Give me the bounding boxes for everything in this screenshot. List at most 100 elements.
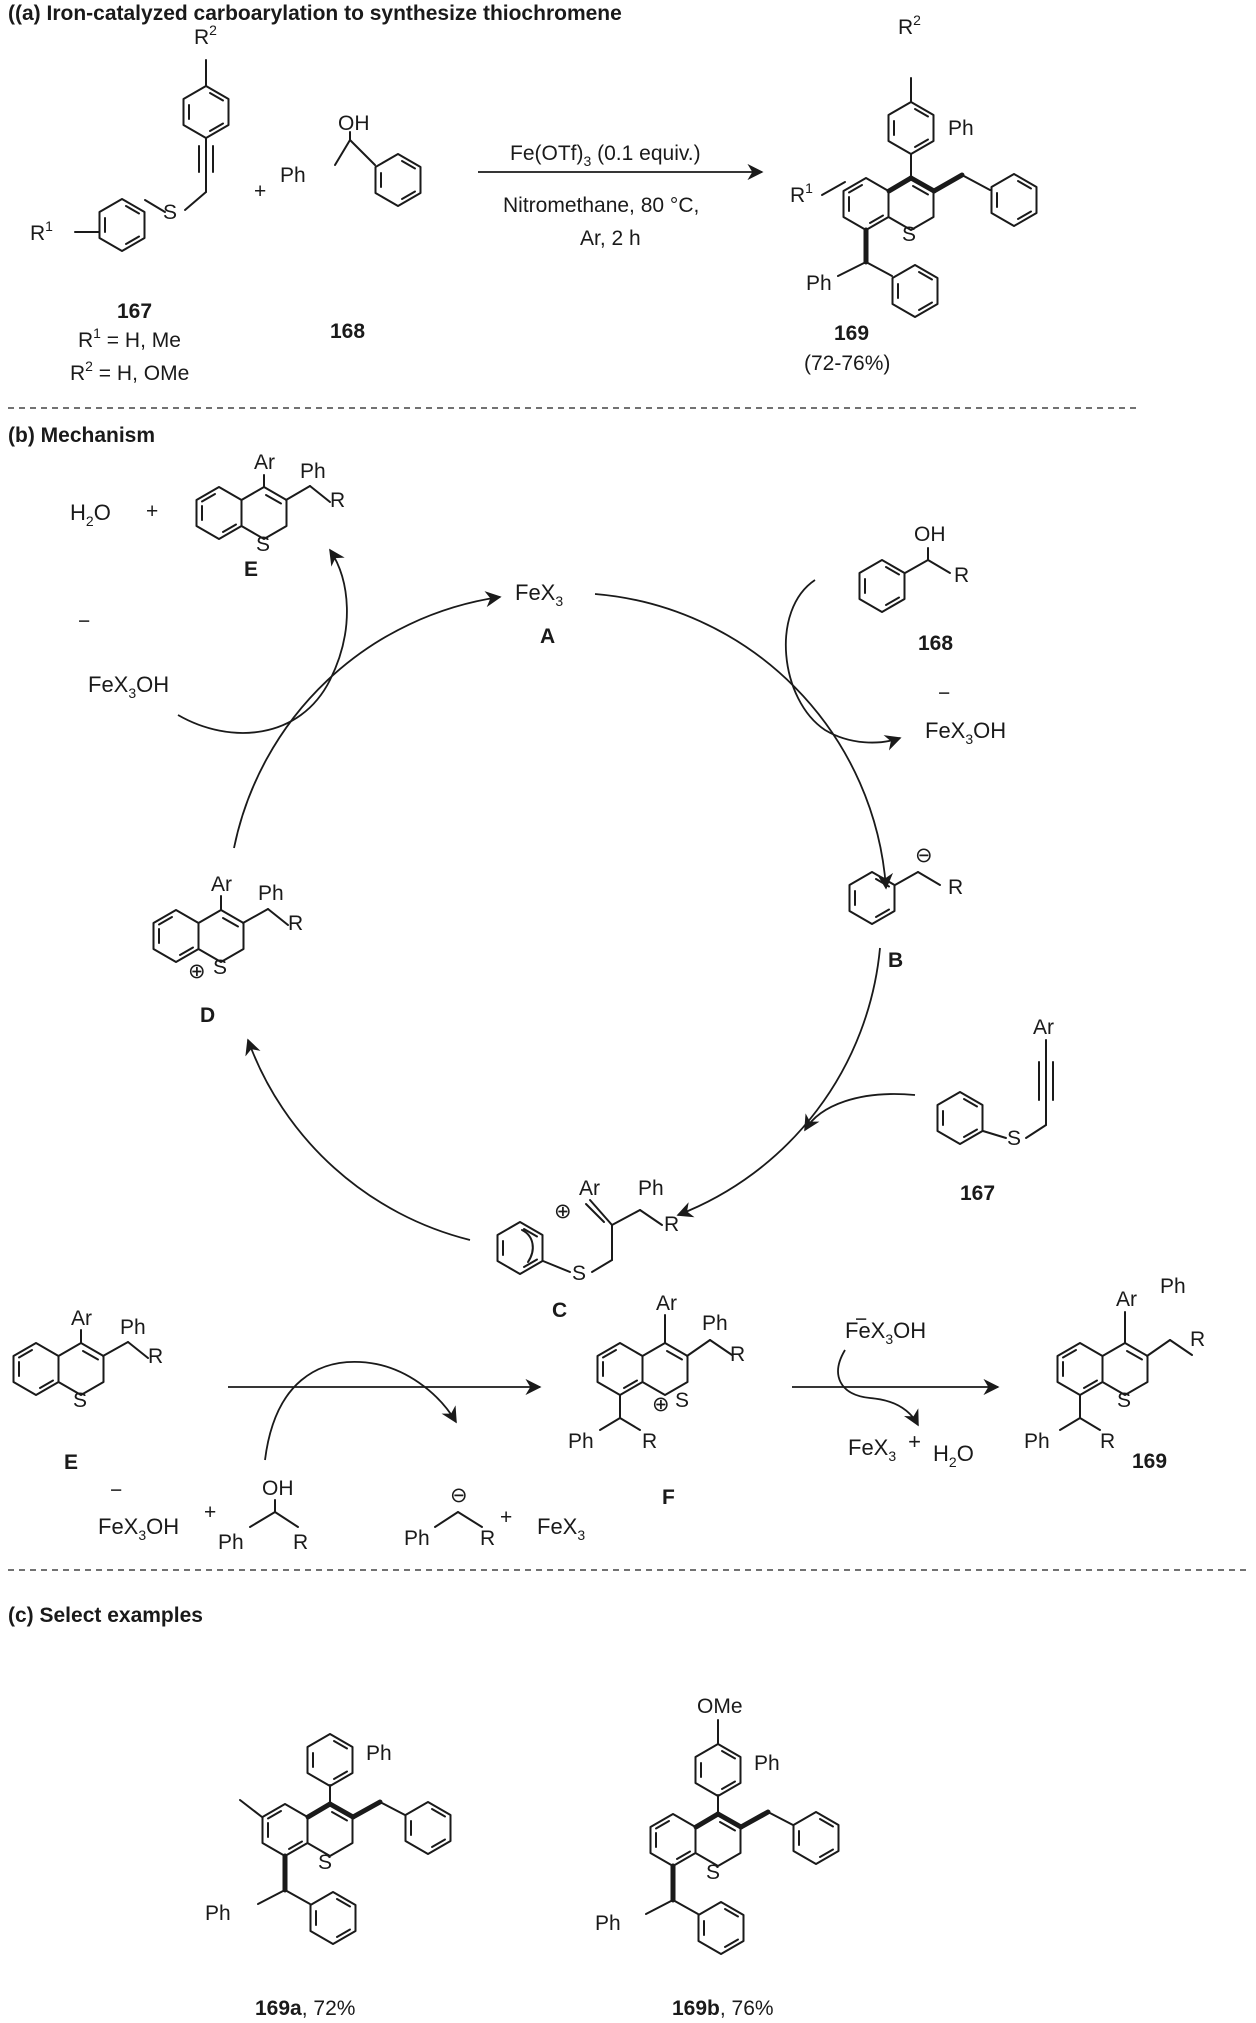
reagent-167-s: S: [163, 201, 177, 224]
b168-r: R: [954, 564, 969, 587]
C-label: C: [552, 1299, 567, 1322]
product-169-ph-bottom: Ph: [806, 272, 832, 295]
alcohol-168-ph: Ph: [280, 164, 306, 187]
bottom-plus-1: +: [204, 1501, 216, 1524]
ex2-ome: OMe: [697, 1695, 743, 1718]
F-s: S: [675, 1389, 689, 1412]
reagent-167-cond2: R2 = H, OMe: [70, 358, 189, 385]
D-ph: Ph: [258, 882, 284, 905]
example-169b: OMe S Ph Ph 169b, 76%: [595, 1695, 840, 2020]
intermediate-E: Ar Ph R S E: [195, 451, 345, 581]
bottom-fex3: FeX3: [537, 1514, 585, 1543]
p169-ar: Ar: [1116, 1288, 1137, 1311]
b167-s: S: [1007, 1127, 1021, 1150]
water-label: H2O: [70, 500, 111, 529]
D-charge: ⊕: [188, 960, 206, 983]
p169-label: 169: [1132, 1450, 1167, 1473]
bottom-anion-charge: ⊖: [450, 1484, 468, 1507]
intermediate-C: Ar Ph R S ⊕ C: [496, 1177, 679, 1322]
A-fex3: FeX3: [515, 580, 563, 609]
ex1-caption: 169a, 72%: [255, 1997, 355, 2020]
E-label: E: [244, 558, 258, 581]
intermediate-F: Ar Ph R S ⊕ Ph R F: [568, 1292, 745, 1509]
p169-r2: R: [1100, 1430, 1115, 1453]
panel-c-title: (c) Select examples: [8, 1604, 203, 1627]
p169-r: R: [1190, 1328, 1205, 1351]
arc-d-to-a: [233, 591, 502, 849]
F-ar: Ar: [656, 1292, 677, 1315]
ex1-ph2: Ph: [205, 1902, 231, 1925]
b167-label: 167: [960, 1182, 995, 1205]
b168-oh: OH: [914, 523, 946, 546]
A-label: A: [540, 625, 555, 648]
p169-ph2: Ph: [1024, 1430, 1050, 1453]
ex1-ph1: Ph: [366, 1742, 392, 1765]
bottom-E-r: R: [148, 1345, 163, 1368]
bottom-minus: −: [110, 1479, 122, 1502]
reagent-167-r2: R2: [194, 22, 217, 49]
bottom-alc-ph: Ph: [218, 1531, 244, 1554]
b168-label: 168: [918, 632, 953, 655]
b167-ar: Ar: [1033, 1016, 1054, 1039]
bottom-E-s: S: [73, 1389, 87, 1412]
alcohol-168-oh: OH: [338, 112, 370, 135]
curve-add-167: [804, 1093, 916, 1132]
product-169-r1: R1: [790, 180, 813, 207]
alcohol-168-label: 168: [330, 320, 365, 343]
panel-a-title: ((a) Iron-catalyzed carboarylation to sy…: [8, 2, 622, 25]
arc-c-to-d: [245, 1038, 471, 1241]
C-r: R: [664, 1213, 679, 1236]
conditions-line1: Fe(OTf)3 (0.1 equiv.): [510, 142, 701, 169]
example-169a: S Ph Ph 169a, 72%: [205, 1733, 452, 2020]
product-169-s: S: [902, 223, 916, 246]
bottom-anion-r: R: [480, 1527, 495, 1550]
E-ph: Ph: [300, 460, 326, 483]
B-charge: ⊖: [915, 844, 933, 867]
alkyne-167-b: S Ar 167: [936, 1016, 1054, 1205]
bottom-curve-1: [264, 1361, 457, 1461]
product-169: S Ph Ph R2 R1 169 (72-76%): [790, 12, 1038, 375]
curve-release-fex3oh: [785, 579, 902, 751]
C-ph: Ph: [638, 1177, 664, 1200]
reagent-167-label: 167: [117, 300, 152, 323]
bottom-fex3oh: FeX3OH: [98, 1514, 179, 1543]
minus-right: −: [938, 682, 950, 705]
conditions-line3: Ar, 2 h: [580, 227, 641, 250]
intermediate-B: R ⊖ B: [848, 844, 963, 972]
bottom-E-ar: Ar: [71, 1307, 92, 1330]
bottom-alcohol: OH Ph R: [218, 1477, 308, 1554]
C-s: S: [572, 1262, 586, 1285]
alcohol-168: OH Ph 168: [280, 112, 422, 343]
p169-s: S: [1117, 1389, 1131, 1412]
alcohol-168-b: OH R 168: [858, 523, 969, 655]
bottom-alc-oh: OH: [262, 1477, 294, 1500]
bottom-plus-2: +: [500, 1506, 512, 1529]
arc-b-to-c: [676, 947, 881, 1218]
bottom-anion-ph: Ph: [404, 1527, 430, 1550]
bottom-E-label: E: [64, 1451, 78, 1474]
product-169-r2: R2: [898, 12, 921, 39]
D-ar: Ar: [211, 873, 232, 896]
D-label: D: [200, 1004, 215, 1027]
arc-a-to-b: [594, 593, 894, 890]
ex1-s: S: [318, 1851, 332, 1874]
F-ph2: Ph: [568, 1430, 594, 1453]
plus-water: +: [146, 500, 158, 523]
intermediate-D: Ar Ph R S ⊕ D: [152, 873, 303, 1027]
F-label: F: [662, 1486, 675, 1509]
C-ar: Ar: [579, 1177, 600, 1200]
E-r: R: [330, 489, 345, 512]
reagent-167: S R2 R1 167 R1 = H, Me R2 = H, OMe: [30, 22, 230, 385]
bottom-alc-r: R: [293, 1531, 308, 1554]
product-169-yield: (72-76%): [804, 352, 890, 375]
fex3oh-left: FeX3OH: [88, 672, 169, 701]
F-r2: R: [642, 1430, 657, 1453]
B-r: R: [948, 876, 963, 899]
reagent-167-cond1: R1 = H, Me: [78, 325, 181, 352]
E-s: S: [256, 533, 270, 556]
ex2-s: S: [706, 1861, 720, 1884]
conditions-line2: Nitromethane, 80 °C,: [503, 194, 699, 217]
panel-b-title: (b) Mechanism: [8, 424, 155, 447]
minus-left: −: [78, 610, 90, 633]
product-169-ph-top: Ph: [948, 117, 974, 140]
